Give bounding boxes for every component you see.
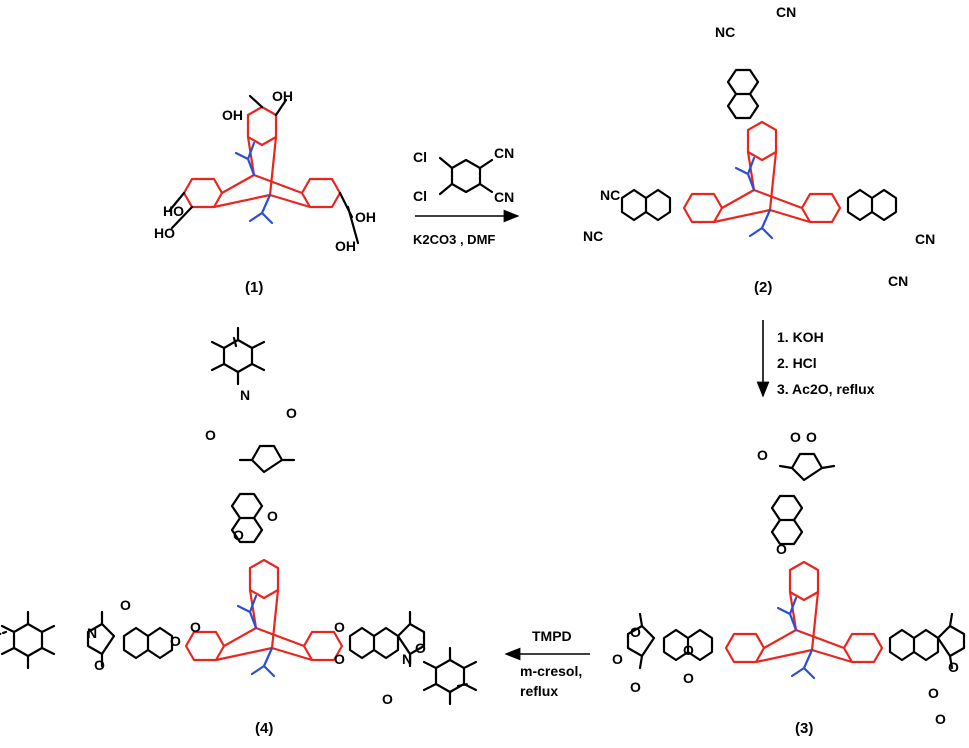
c4-n-left: N — [87, 625, 97, 641]
compound-3-label: (3) — [795, 720, 813, 737]
c4-o-right-2: O — [382, 691, 393, 707]
c3-o-4: O — [630, 624, 641, 640]
reagent-cn-bottom: CN — [494, 189, 514, 205]
step-3-reagent: TMPD — [532, 628, 572, 644]
step-1-conditions: K2CO3 , DMF — [413, 232, 495, 247]
c4-n-right: N — [402, 651, 412, 667]
c3-o-6: O — [630, 679, 641, 695]
c2-nc-left-2: NC — [583, 228, 603, 244]
reagent-cl-bottom: Cl — [413, 188, 427, 204]
reagent-cl-top: Cl — [413, 149, 427, 165]
c4-dioxin-o-2: O — [190, 619, 201, 635]
c4-dioxin-o-5: O — [233, 527, 244, 543]
c3-o-10: O — [683, 642, 694, 658]
compound-2-label: (2) — [754, 279, 772, 296]
c4-o-top-2: O — [286, 405, 297, 421]
reagent-cn-top: CN — [494, 145, 514, 161]
c1-oh-right-1: OH — [355, 209, 376, 225]
c4-o-left-2: O — [94, 657, 105, 673]
step-3-temperature: reflux — [520, 683, 558, 699]
c3-o-1: O — [790, 429, 801, 445]
c3-o-2: O — [757, 447, 768, 463]
step-3-solvent: m-cresol, — [520, 663, 582, 679]
compound-2-structure — [620, 68, 898, 240]
c2-cn-top-right: CN — [776, 4, 796, 20]
c3-o-5: O — [612, 651, 623, 667]
c4-o-left-1: O — [120, 597, 131, 613]
compound-4-polymer-links — [0, 336, 470, 688]
compound-4-structure — [0, 326, 478, 706]
c1-ho-left-1: HO — [163, 203, 184, 219]
step-2-condition-1: 1. KOH — [777, 329, 824, 345]
c3-o-12: O — [776, 541, 787, 557]
c3-o-11: O — [683, 670, 694, 686]
c3-o-3: O — [806, 429, 817, 445]
c4-o-right-1: O — [415, 640, 426, 656]
c4-dioxin-o-3: O — [334, 619, 345, 635]
c2-nc-top-left: NC — [715, 24, 735, 40]
c4-n-top: N — [240, 387, 250, 403]
compound-1-label: (1) — [245, 279, 263, 296]
step-2-condition-3: 3. Ac2O, reflux — [777, 381, 875, 397]
c1-oh-right-2: OH — [335, 238, 356, 254]
compound-3-structure — [626, 452, 966, 680]
reagent-dichlorophthalonitrile: Cl Cl CN CN — [413, 145, 514, 205]
compound-4-label: (4) — [255, 720, 273, 737]
step-2-condition-2: 2. HCl — [777, 355, 817, 371]
compound-1-structure — [182, 105, 342, 225]
c2-cn-right-1: CN — [915, 231, 935, 247]
c2-cn-right-2: CN — [888, 273, 908, 289]
c4-o-top-1: O — [205, 427, 216, 443]
c3-o-9: O — [935, 711, 946, 727]
compound-1-hydroxyl-bonds — [168, 94, 360, 245]
c4-dioxin-o-4: O — [334, 651, 345, 667]
c4-dioxin-o-1: O — [170, 633, 181, 649]
c4-dioxin-o-6: O — [267, 508, 278, 524]
c3-o-8: O — [928, 685, 939, 701]
c1-ho-left-2: HO — [154, 225, 175, 241]
c1-oh-top-right: OH — [272, 88, 293, 104]
c1-oh-top-left: OH — [222, 107, 243, 123]
c3-o-7: O — [948, 659, 959, 675]
c2-nc-left-1: NC — [600, 187, 620, 203]
